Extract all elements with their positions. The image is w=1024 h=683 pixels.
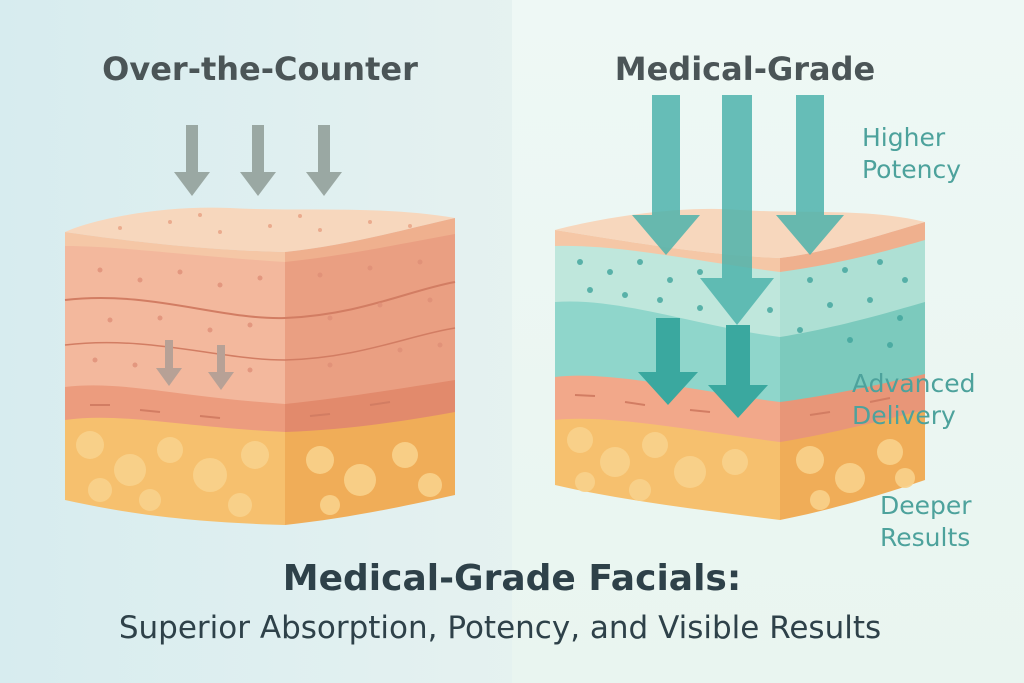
otc-skin-block (64, 207, 456, 525)
higher-potency-label: Higher Potency (862, 122, 961, 186)
teal-arrow-icon (700, 95, 774, 325)
label-line: Advanced (852, 369, 976, 398)
teal-arrow-icon (632, 95, 700, 255)
teal-arrow-icon (638, 318, 698, 405)
advanced-delivery-label: Advanced Delivery (852, 368, 976, 432)
medical-penetration-arrows (632, 95, 844, 418)
teal-arrow-icon (708, 325, 768, 418)
label-line: Higher (862, 123, 946, 152)
gray-arrow-icon (306, 125, 342, 196)
subheadline: Superior Absorption, Potency, and Visibl… (118, 610, 882, 646)
otc-epidermis-top (65, 207, 455, 252)
otc-title: Over-the-Counter (102, 50, 418, 88)
small-arrow-icon (156, 340, 182, 386)
otc-shallow-arrows (156, 340, 234, 390)
label-line: Deeper (880, 491, 972, 520)
deeper-results-label: Deeper Results (880, 490, 972, 554)
otc-surface-arrows (174, 125, 342, 196)
headline: Medical-Grade Facials: (282, 558, 742, 599)
medical-grade-title: Medical-Grade (614, 50, 876, 88)
gray-arrow-icon (240, 125, 276, 196)
otc-fat-layer (65, 415, 285, 525)
teal-arrow-icon (776, 95, 844, 255)
medical-fat-layer (555, 416, 780, 520)
label-line: Potency (862, 155, 962, 184)
label-line: Results (880, 523, 971, 552)
gray-arrow-icon (174, 125, 210, 196)
small-arrow-icon (208, 345, 234, 390)
label-line: Delivery (852, 401, 956, 430)
